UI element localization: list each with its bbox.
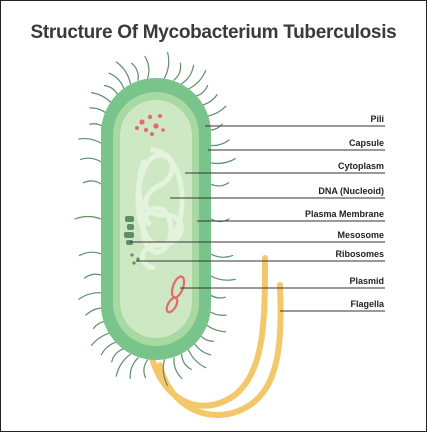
label-plasmid: Plasmid <box>349 276 384 286</box>
pilus <box>174 358 182 379</box>
pilus <box>85 274 103 278</box>
label-plasma-membrane: Plasma Membrane <box>305 209 384 219</box>
pilus <box>81 158 103 162</box>
pilus <box>112 349 124 362</box>
pilus <box>211 254 233 257</box>
label-flagella: Flagella <box>350 299 385 309</box>
pilus <box>193 341 210 355</box>
pilus <box>210 275 236 280</box>
pilus <box>144 360 148 378</box>
label-dna-nucleoid: DNA (Nucleoid) <box>318 186 384 196</box>
pilus <box>83 181 101 184</box>
label-cytoplasm: Cytoplasm <box>338 161 384 171</box>
labels: Pili Capsule Cytoplasm DNA (Nucleoid) Pl… <box>305 114 385 309</box>
pilus <box>109 73 124 89</box>
pilus <box>208 140 229 146</box>
pilus <box>164 52 168 78</box>
pilus <box>79 139 104 145</box>
pilus <box>116 354 130 376</box>
label-mesosome: Mesosome <box>337 230 384 240</box>
label-pili: Pili <box>370 114 384 124</box>
pilus <box>211 183 229 186</box>
pilus <box>132 63 139 80</box>
pilus <box>79 293 104 299</box>
pilus <box>130 358 138 379</box>
label-ribosomes: Ribosomes <box>335 249 384 259</box>
pilus <box>182 65 194 83</box>
pilus <box>210 159 236 164</box>
pilus <box>79 252 101 255</box>
pilus <box>174 63 181 80</box>
pilus <box>75 217 101 220</box>
label-capsule: Capsule <box>349 138 384 148</box>
pilus <box>145 56 149 78</box>
pilus <box>182 354 192 369</box>
